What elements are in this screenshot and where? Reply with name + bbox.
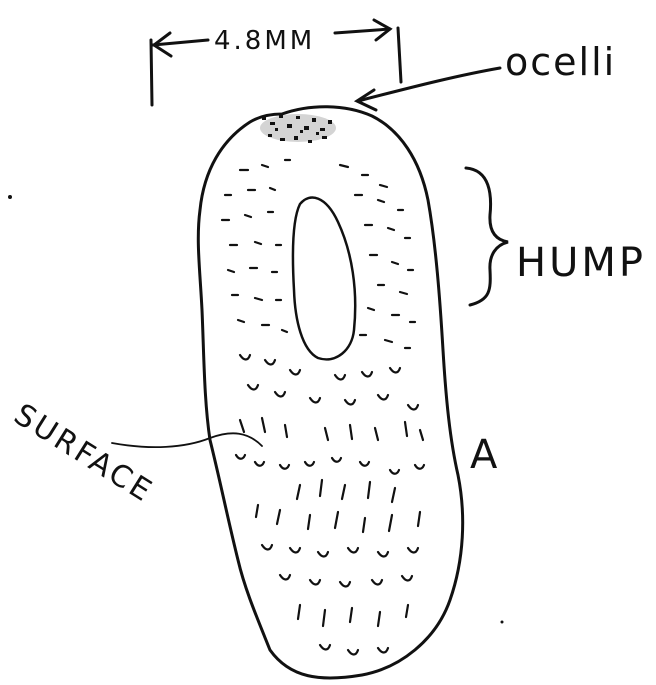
body-outline	[198, 107, 462, 678]
scale-right-line	[335, 29, 390, 33]
hump-label: HUMP	[516, 240, 646, 286]
ocelli-label: ocelli	[505, 40, 616, 84]
specimen-label: A	[470, 432, 498, 478]
stray-dot	[8, 195, 12, 199]
ocelli-pointer	[357, 68, 500, 110]
scale-right-tick	[398, 28, 401, 82]
scale-label: 4.8MM	[214, 26, 315, 56]
surface-pointer	[112, 433, 262, 447]
stray-dot	[501, 621, 504, 624]
hump-brace	[466, 168, 508, 305]
surface-texture	[222, 160, 424, 655]
ocelli-patch	[260, 114, 336, 143]
scale-left-tick	[151, 40, 152, 105]
surface-label: SURFACE	[8, 397, 160, 510]
hump-oval	[293, 198, 355, 360]
